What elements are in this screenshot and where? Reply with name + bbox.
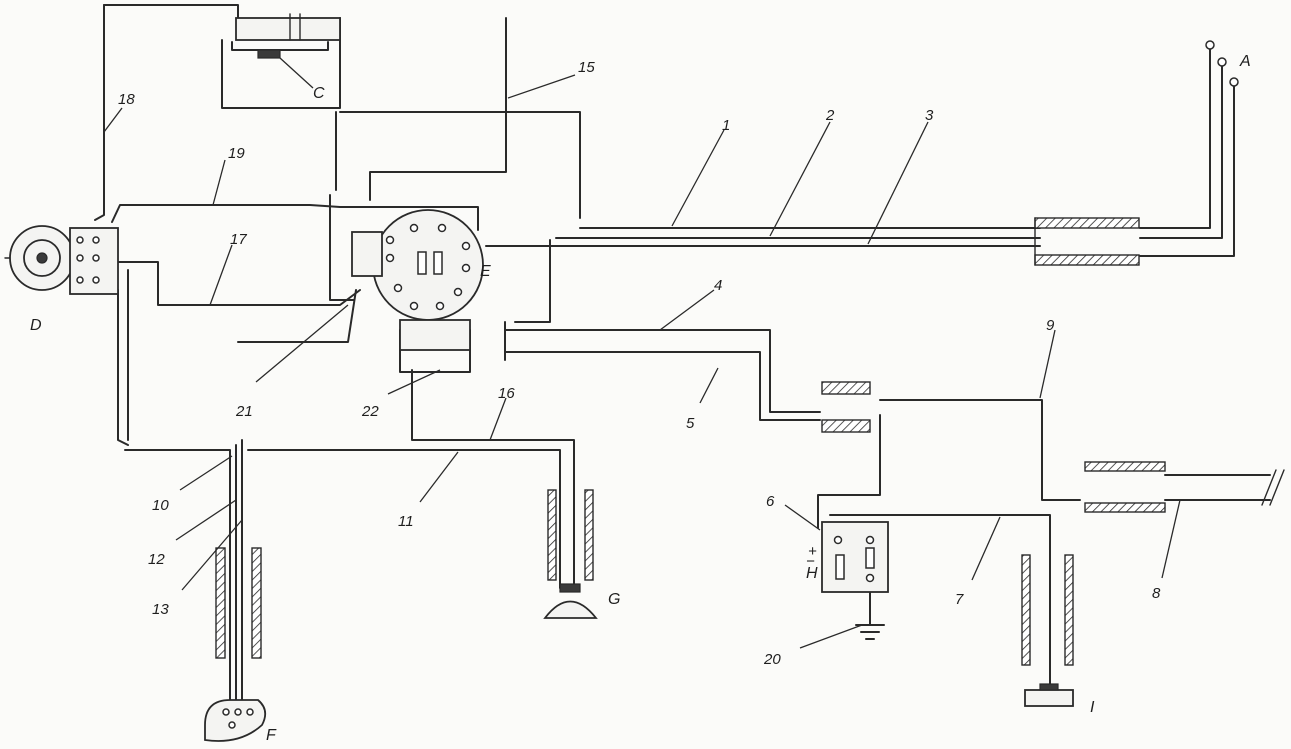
device-i-body (1024, 689, 1074, 707)
label-component-e: E (480, 263, 491, 280)
switch-h (821, 521, 889, 593)
wire-3-to-a (1139, 84, 1235, 257)
wire-2-to-a (1139, 64, 1223, 239)
socket-f (204, 699, 267, 742)
label-wire-1: 1 (722, 117, 730, 134)
socket-f-body (204, 699, 267, 742)
label-polarity-plus: + (808, 543, 817, 560)
connector-e (351, 209, 484, 351)
label-wire-12: 12 (148, 551, 165, 568)
label-wire-22: 22 (361, 403, 379, 420)
sleeve-f-right (251, 547, 262, 659)
wire-16 (411, 369, 575, 589)
label-component-g: G (608, 591, 620, 608)
wire-1-to-a (1139, 47, 1211, 229)
label-wire-7: 7 (955, 591, 964, 608)
label-wire-4: 4 (714, 277, 722, 294)
sleeve-123-top (1034, 217, 1140, 229)
wire-c-to-15 (339, 111, 581, 219)
sleeve-123-bottom (1034, 254, 1140, 266)
wire-11 (247, 449, 561, 589)
wire-17 (117, 261, 361, 306)
wire-15-down (369, 111, 507, 201)
wire-19 (111, 204, 479, 231)
labels: 1 2 3 4 5 6 7 8 9 10 11 12 13 15 16 17 1… (30, 53, 1251, 744)
label-wire-9: 9 (1046, 317, 1055, 334)
label-wire-13: 13 (152, 601, 169, 618)
capacitor-c (235, 13, 341, 59)
wire-10 (124, 449, 231, 701)
label-wire-15: 15 (578, 59, 595, 76)
wire-top-upper (103, 4, 239, 21)
sleeve-8-bottom (1084, 502, 1166, 513)
label-wire-11: 11 (398, 513, 414, 530)
label-wire-3: 3 (925, 107, 934, 124)
break-mark-8 (1261, 469, 1285, 506)
wire-top-left (94, 4, 105, 221)
label-wire-20: 20 (763, 651, 781, 668)
switch-d (4, 225, 119, 295)
wire-c-box (221, 17, 341, 109)
label-wire-16: 16 (498, 385, 515, 402)
label-component-c: C (313, 85, 325, 102)
capacitor-c-top (235, 17, 341, 41)
wire-left-vert (117, 289, 129, 446)
horn-g (543, 583, 598, 619)
wire-7 (829, 514, 1051, 701)
sleeve-i-left (1021, 554, 1031, 666)
sleeve-g-left (547, 489, 557, 581)
sleeve-g-right (584, 489, 594, 581)
fuse-2 (433, 251, 443, 275)
label-component-i: I (1090, 699, 1095, 716)
label-wire-17: 17 (230, 231, 247, 248)
label-wire-6: 6 (766, 493, 775, 510)
label-wire-5: 5 (686, 415, 695, 432)
wire-550 (514, 239, 551, 323)
label-wire-19: 19 (228, 145, 245, 162)
label-component-d: D (30, 317, 42, 334)
label-wire-8: 8 (1152, 585, 1161, 602)
connector-e-left-lug (351, 231, 383, 277)
device-i (1024, 683, 1074, 707)
label-wire-18: 18 (118, 91, 135, 108)
label-polarity-minus: − (806, 553, 815, 570)
label-wire-21: 21 (235, 403, 253, 420)
wire-4 (504, 329, 821, 413)
label-component-f: F (266, 727, 277, 744)
label-component-a: A (1239, 53, 1251, 70)
terminals-a (1205, 40, 1239, 87)
plug-sleeve-bottom (821, 419, 871, 433)
label-wire-2: 2 (825, 107, 835, 124)
sleeve-i-right (1064, 554, 1074, 666)
wire-c-inner (231, 41, 329, 51)
sleeve-8-top (1084, 461, 1166, 472)
label-component-h: H (806, 565, 818, 582)
capacitor-c-element (257, 49, 281, 59)
wire-c-down2 (329, 194, 355, 301)
plug-sleeve-top (821, 381, 871, 395)
fuse-1 (417, 251, 427, 275)
sleeves (215, 217, 1166, 666)
switch-h-body (821, 521, 889, 593)
connector-e-bottom-lug (399, 319, 471, 351)
wires (79, 4, 1271, 701)
wire-plug-down (817, 414, 881, 529)
leader-lines (103, 57, 1181, 649)
wire-5 (504, 351, 821, 421)
wire-21 (237, 289, 357, 343)
ground-symbol (855, 624, 885, 640)
sleeve-f-left (215, 547, 226, 659)
horn-g-body (543, 600, 598, 619)
label-wire-10: 10 (152, 497, 169, 514)
wire-plug-to-9 (879, 399, 1081, 501)
